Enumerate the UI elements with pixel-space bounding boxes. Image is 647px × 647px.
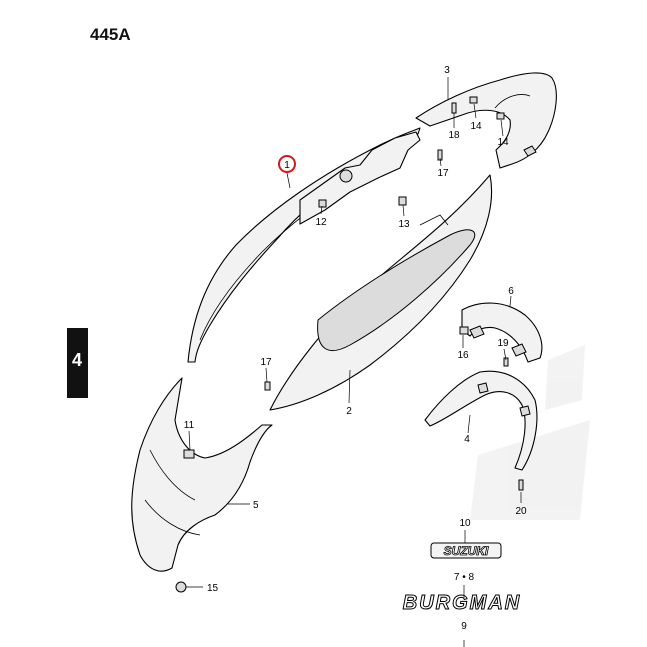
label-17-top[interactable]: 17: [437, 168, 449, 179]
label-14-right[interactable]: 14: [497, 137, 509, 148]
label-15[interactable]: 15: [207, 583, 219, 594]
part-5-leg-shield[interactable]: [131, 377, 273, 572]
label-1[interactable]: 1: [284, 160, 290, 171]
part-4-bracket[interactable]: [424, 370, 538, 471]
part-1-frame-cover[interactable]: [187, 127, 421, 363]
leader-lines: [186, 77, 522, 647]
label-5[interactable]: 5: [253, 500, 259, 511]
label-19[interactable]: 19: [497, 338, 509, 349]
label-6[interactable]: 6: [508, 286, 514, 297]
watermark: [470, 345, 590, 520]
label-17-bottom[interactable]: 17: [260, 357, 272, 368]
label-10[interactable]: 10: [459, 518, 471, 529]
label-20[interactable]: 20: [515, 506, 527, 517]
part-10-suzuki-emblem[interactable]: SUZUKI: [430, 542, 502, 559]
highlight-circle: [278, 155, 296, 173]
label-4[interactable]: 4: [464, 434, 470, 445]
label-7-8[interactable]: 7 • 8: [454, 572, 475, 583]
fasteners: [175, 96, 524, 593]
label-12[interactable]: 12: [315, 217, 327, 228]
part-3-rear-cover[interactable]: [415, 72, 557, 169]
part-2-side-cover[interactable]: [269, 174, 493, 411]
label-16[interactable]: 16: [457, 350, 469, 361]
burgman-emblem-text: BURGMAN: [403, 592, 521, 614]
section-tab: [67, 328, 88, 398]
label-13[interactable]: 13: [398, 219, 410, 230]
label-2[interactable]: 2: [346, 406, 352, 417]
part-7-8-burgman-emblem[interactable]: BURGMAN: [402, 592, 521, 615]
diagram-code: 445A: [90, 25, 131, 44]
label-3[interactable]: 3: [444, 65, 450, 76]
section-tab-label: 4: [72, 350, 82, 370]
label-14-left[interactable]: 14: [470, 121, 482, 132]
part-labels: 1 2 3 4 5 6 7 • 8 9 10 11 12 13 14 14 15…: [184, 65, 527, 632]
label-9[interactable]: 9: [461, 621, 467, 632]
part-6-grab-handle[interactable]: [461, 302, 543, 363]
suzuki-emblem-text: SUZUKI: [444, 544, 489, 558]
label-11[interactable]: 11: [184, 420, 195, 431]
label-18[interactable]: 18: [448, 130, 460, 141]
